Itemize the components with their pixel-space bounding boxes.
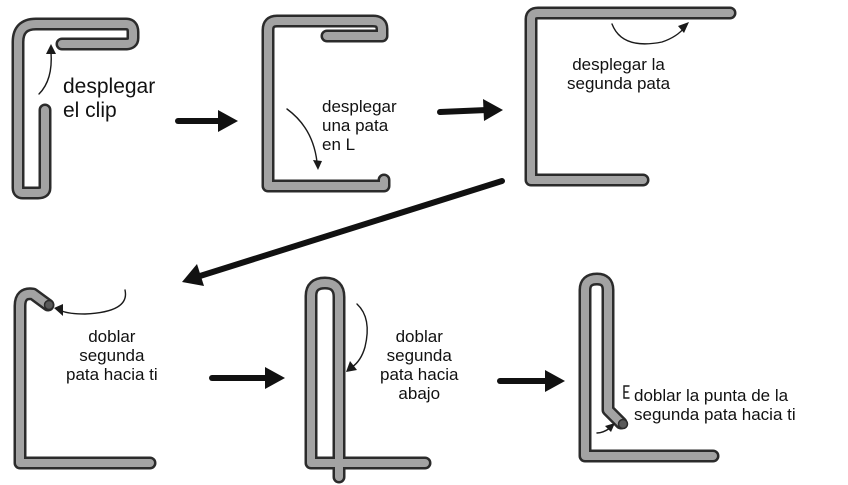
- step-6-line-1: doblar la punta de la: [634, 386, 789, 405]
- step-5-line-2: segunda: [386, 346, 452, 366]
- curved-arrow-3: [611, 22, 689, 45]
- step-1-line-2: el clip: [63, 98, 117, 122]
- curved-arrow-2: [286, 108, 322, 170]
- step-3-line-2: segunda pata: [567, 74, 671, 94]
- step-4-line-2: segunda: [79, 346, 145, 366]
- clip-stage-6: [578, 272, 720, 463]
- clip-stage-4: [13, 287, 157, 470]
- flow-arrow-1-to-2: [175, 110, 238, 132]
- step-6-line-2: segunda pata hacia ti: [634, 405, 796, 425]
- step-1-label: desplegar el clip: [63, 75, 155, 122]
- clip-stage-1: [11, 17, 140, 200]
- curved-arrow-6: [596, 385, 630, 434]
- step-6-label: doblar la punta de la segunda pata hacia…: [634, 386, 796, 424]
- clip-stage-5: [304, 276, 432, 484]
- clip-stage-3: [524, 6, 737, 187]
- curved-arrow-5: [346, 303, 368, 372]
- step-1-line-1: desplegar: [63, 75, 156, 98]
- step-5-line-1: doblar: [395, 327, 443, 346]
- step-3-line-1: desplegar la: [572, 55, 665, 74]
- step-5-label: doblar segunda pata hacia abajo: [380, 327, 458, 403]
- step-2-line-2: una pata: [322, 116, 389, 136]
- step-3-label: desplegar la segunda pata: [567, 55, 670, 93]
- step-4-line-3: pata hacia ti: [66, 365, 158, 385]
- step-2-line-1: desplegar: [322, 97, 397, 116]
- step-5-line-4: abajo: [398, 384, 441, 404]
- flow-arrow-4-to-5: [209, 367, 285, 389]
- flow-arrow-3-to-4: [182, 178, 505, 286]
- clip-stage-2: [261, 14, 391, 193]
- step-2-line-3: en L: [322, 135, 356, 155]
- curved-arrow-4: [54, 289, 127, 316]
- flow-arrow-5-to-6: [497, 370, 565, 392]
- flow-arrow-2-to-3: [437, 99, 503, 121]
- step-4-label: doblar segunda pata hacia ti: [66, 327, 158, 384]
- step-4-line-1: doblar: [88, 327, 136, 346]
- step-5-line-3: pata hacia: [380, 365, 459, 385]
- curved-arrow-1: [38, 44, 56, 95]
- step-2-label: desplegar una pata en L: [322, 97, 397, 154]
